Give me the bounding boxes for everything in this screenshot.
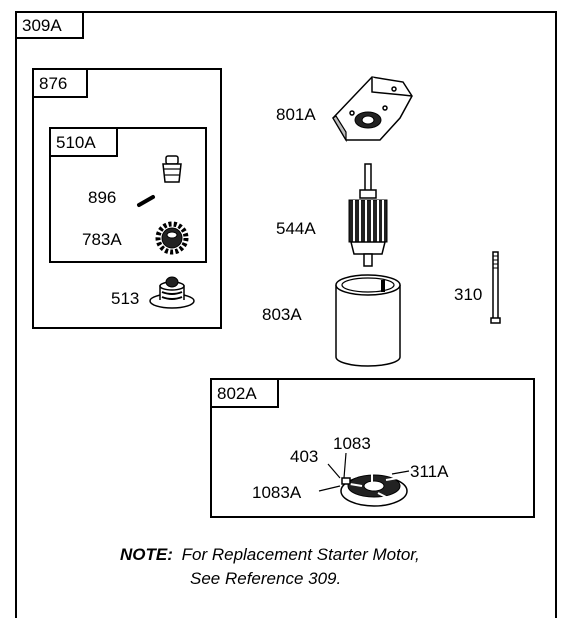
- part-label-801a: 801A: [276, 105, 316, 124]
- part-label-310: 310: [454, 285, 482, 304]
- leader-311a: [391, 470, 410, 475]
- gear-783a-icon: [155, 221, 189, 255]
- group-label-802a: 802A: [217, 384, 257, 403]
- part-label-783a: 783A: [82, 230, 122, 249]
- note-line-2: See Reference 309.: [190, 569, 341, 588]
- group-tab-802a: [210, 378, 279, 408]
- armature-544a-icon: [348, 163, 388, 267]
- pin-896-icon: [137, 195, 155, 207]
- part-label-544a: 544A: [276, 219, 316, 238]
- leader-1083a: [318, 485, 341, 492]
- note-line-1: For Replacement Starter Motor,: [182, 545, 420, 564]
- group-tab-510a: [49, 127, 118, 157]
- group-309a: 309A: [15, 11, 557, 618]
- group-label-510a: 510A: [56, 133, 96, 152]
- group-tab-876: [32, 68, 88, 98]
- group-label-876: 876: [39, 74, 67, 93]
- group-510a: 510A: [49, 127, 207, 263]
- leader-403: [327, 463, 341, 479]
- bolt-310-icon: [490, 251, 501, 324]
- note-label: NOTE:: [120, 545, 173, 564]
- group-tab-309a: [15, 11, 84, 39]
- part-label-403: 403: [290, 447, 318, 466]
- retainer-513-icon: [149, 276, 195, 309]
- brush-plate-icon: [340, 474, 408, 507]
- housing-803a-icon: [335, 274, 401, 367]
- note: NOTE: For Replacement Starter Motor, See…: [120, 545, 420, 588]
- part-label-1083a: 1083A: [252, 483, 302, 502]
- bracket-801a-icon: [332, 76, 413, 143]
- group-label-309a: 309A: [22, 16, 62, 35]
- part-label-803a: 803A: [262, 305, 302, 324]
- part-label-1083: 1083: [333, 434, 371, 453]
- part-label-896: 896: [88, 188, 116, 207]
- sleeve-part-icon: [162, 155, 182, 183]
- svg-text:NOTE: For Replacement St: NOTE: For Replacement Starter Motor,: [120, 545, 420, 564]
- part-label-311a: 311A: [410, 462, 449, 481]
- leader-1083: [343, 452, 347, 479]
- part-label-513: 513: [111, 289, 139, 308]
